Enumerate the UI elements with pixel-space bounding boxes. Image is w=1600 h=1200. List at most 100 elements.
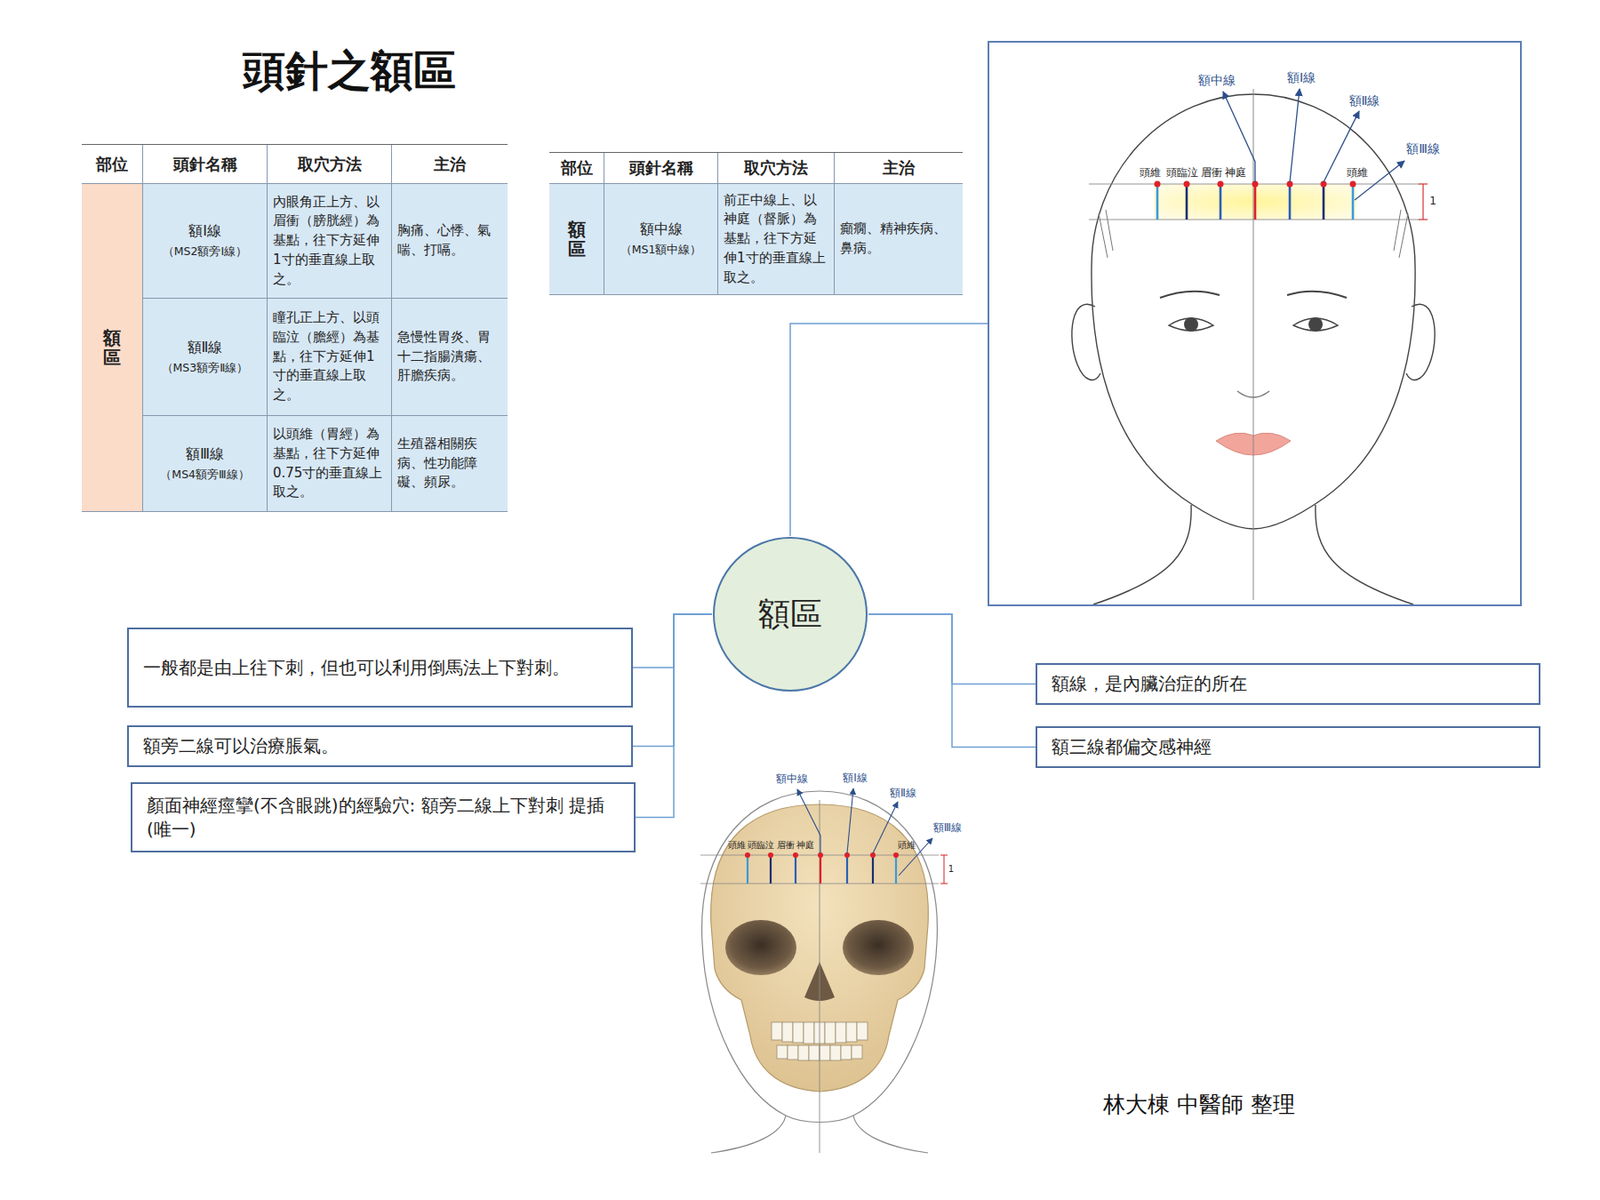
skull-lines-part-part — [940, 882, 948, 884]
note-box: 額三線都偏交感神經 — [1035, 726, 1541, 768]
skull-lines — [700, 788, 948, 884]
acupoint-label: 神庭 — [796, 840, 815, 851]
skull-lines-part-part — [940, 854, 948, 856]
line-label: 額中線 — [1198, 73, 1236, 88]
table-text: （MS2額旁Ⅰ線） — [162, 244, 248, 260]
node-text: 額線，是內臟治症的所在 — [1051, 672, 1248, 696]
skull-lines-part — [819, 855, 822, 884]
scalp-lines — [1088, 88, 1428, 220]
skull-lines-part — [797, 788, 933, 876]
node-text: 一般都是由上往下刺，但也可以利用倒馬法上下對刺。 — [143, 656, 570, 680]
line-label: 額Ⅱ線 — [889, 787, 917, 800]
table-header: 部位 — [560, 157, 593, 179]
skull-lines-part — [846, 855, 848, 884]
face-drawing-part — [1072, 304, 1101, 380]
table-cell: 額Ⅲ線（MS4額旁Ⅲ線） — [143, 416, 268, 512]
acupoint-label: 頭維 — [1139, 167, 1161, 179]
skull-lines-part-part — [744, 852, 751, 858]
table-cell: 部位 — [81, 144, 144, 184]
skull-lines-part-part — [898, 838, 933, 876]
scalp-lines-part — [1185, 184, 1189, 220]
skull-drawing-part-part — [798, 1045, 809, 1061]
face-drawing-part — [1160, 291, 1220, 298]
line-label: 額中線 — [776, 773, 808, 786]
branch-connector — [868, 614, 1036, 748]
scalp-lines-part — [1352, 184, 1355, 220]
skull-drawing-part-part — [771, 1022, 783, 1040]
skull-lines-part — [895, 855, 897, 884]
note-box: 一般都是由上往下刺，但也可以利用倒馬法上下對刺。 — [127, 627, 633, 708]
skull-drawing-part-part — [819, 1045, 831, 1061]
table-text: 生殖器相關疾病、性功能障礙、頻尿。 — [397, 434, 503, 493]
table-text: 內眼角正上方、以眉衝（膀胱經）為基點，往下方延伸1寸的垂直線上取之。 — [272, 192, 386, 290]
scalp-lines-part-part — [1217, 181, 1224, 188]
skull-drawing-part-part — [840, 1045, 852, 1060]
skull-drawing-part-part — [792, 1022, 804, 1043]
scalp-lines-part — [1322, 184, 1326, 220]
scalp-lines-part-part — [1422, 184, 1424, 220]
skull-drawing-part-part — [856, 1022, 868, 1040]
table-header: 部位 — [96, 153, 128, 176]
table-cell: 胸痛、心悸、氣喘、打嗝。 — [392, 184, 508, 299]
scalp-lines-part-part — [1223, 91, 1256, 183]
table-cell: 取穴方法 — [267, 144, 392, 184]
skull-lines-part — [794, 855, 797, 884]
face-drawing-part — [1293, 318, 1338, 331]
table-cell: 癲癇、精神疾病、鼻病。 — [834, 184, 963, 296]
table-cell: 以頭維（胃經）為基點，往下方延伸0.75寸的垂直線上取之。 — [267, 416, 392, 512]
skull-lines-part — [940, 855, 948, 884]
skull-drawing-part-part — [787, 1045, 799, 1060]
skull-lines-part — [744, 852, 899, 858]
skull-lines-part-part — [768, 852, 774, 858]
region-name: 額區 — [568, 219, 586, 259]
scalp-lines-part — [1288, 184, 1292, 220]
table-cell: 主治 — [834, 152, 963, 184]
page-title: 頭針之額區 — [242, 46, 456, 96]
acupoint-label: 1 — [1429, 195, 1437, 208]
table-cell: 生殖器相關疾病、性功能障礙、頻尿。 — [392, 416, 508, 512]
table-text: （MS3額旁Ⅱ線） — [161, 360, 249, 376]
author-credit: 林大棟 中醫師 整理 — [1103, 1092, 1296, 1119]
face-drawing-part — [1315, 504, 1414, 605]
scalp-lines-part — [1156, 184, 1160, 220]
table-text: 以頭維（胃經）為基點，往下方延伸0.75寸的垂直線上取之。 — [272, 424, 386, 503]
circle-shape — [713, 537, 867, 691]
table-text: （MS1額中線） — [620, 242, 703, 258]
table-text: 額中線 — [640, 220, 683, 240]
table-cell: 額區 — [81, 184, 144, 512]
table-header: 頭針名稱 — [173, 153, 238, 176]
skull-lines-part-part — [893, 852, 899, 858]
node-text: 額區 — [758, 596, 823, 632]
skull-drawing-part-part — [824, 1022, 836, 1044]
scalp-lines-part — [1219, 184, 1223, 220]
table-header: 主治 — [433, 153, 466, 176]
skull-lines-part-part — [943, 855, 944, 884]
scalp-lines-part-part — [1418, 218, 1428, 220]
line-label: 額Ⅲ線 — [933, 822, 962, 835]
table-header: 主治 — [882, 157, 915, 179]
skull-lines-part-part — [797, 789, 821, 854]
scalp-lines-part-part — [1289, 88, 1300, 183]
table-cell: 額Ⅱ線（MS3額旁Ⅱ線） — [143, 298, 268, 416]
face-drawing-part — [1184, 317, 1199, 332]
table-header: 頭針名稱 — [629, 157, 694, 179]
table-cell: 額中線 （MS1額中線） — [604, 184, 719, 296]
table-text: （MS4額旁Ⅲ線） — [160, 467, 249, 483]
face-drawing-part — [1287, 291, 1347, 298]
acupoint-label: 頭維 — [897, 840, 916, 851]
table-cell: 急慢性胃炎、胃十二指腸潰瘍、肝膽疾病。 — [392, 298, 508, 416]
table-text: 額Ⅰ線 — [188, 222, 222, 241]
face-drawing-part — [1153, 184, 1357, 220]
skull-lines-part — [746, 855, 749, 884]
skull-drawing-part — [842, 920, 914, 976]
acupoint-label: 神庭 — [1224, 167, 1247, 179]
table-text: 急慢性胃炎、胃十二指腸潰瘍、肝膽疾病。 — [397, 328, 503, 386]
face-drawing-part — [1253, 88, 1255, 600]
branch-connector — [632, 614, 712, 747]
skull-drawing-part-part — [851, 1045, 863, 1059]
skull-drawing-part-part — [782, 1022, 793, 1042]
table-cell: 額Ⅰ線 （MS2額旁Ⅰ線） — [143, 184, 268, 299]
table-cell: 頭針名稱 — [143, 144, 268, 184]
table-text: 胸痛、心悸、氣喘、打嗝。 — [397, 221, 503, 261]
topic-circle: 額區 — [712, 536, 869, 693]
